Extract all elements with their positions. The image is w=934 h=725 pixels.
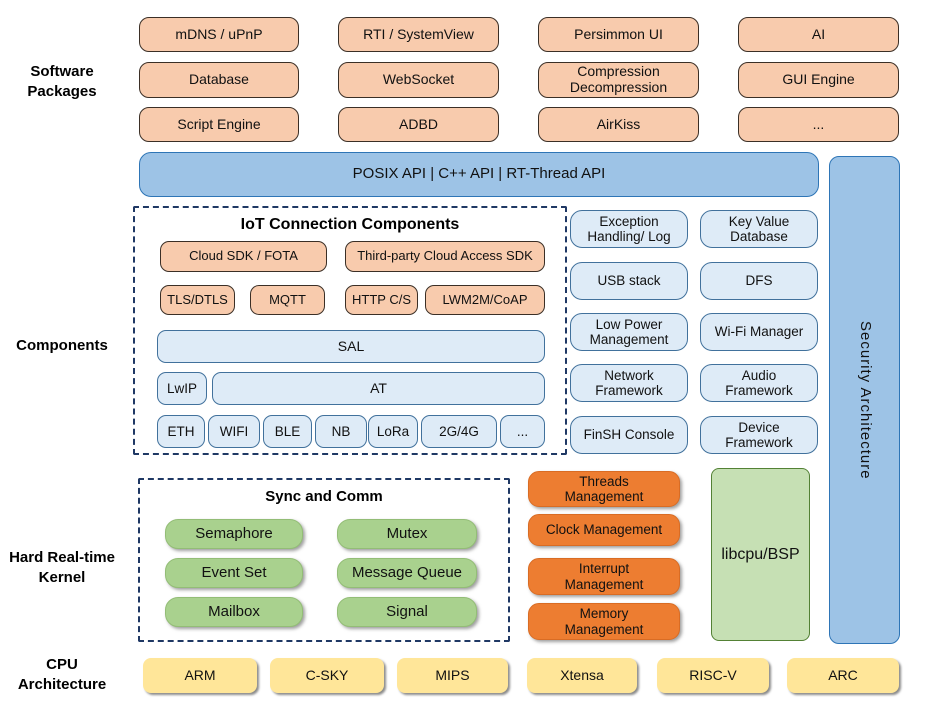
label-cpu-architecture: CPU Architecture — [17, 656, 107, 693]
package-box: mDNS / uPnP — [139, 17, 299, 52]
sync-box: Semaphore — [165, 519, 303, 549]
api-bar: POSIX API | C++ API | RT-Thread API — [139, 152, 819, 197]
service-box: FinSH Console — [570, 416, 688, 454]
third-party-sdk-box: Third-party Cloud Access SDK — [345, 241, 545, 272]
service-box: Network Framework — [570, 364, 688, 402]
sal-box: SAL — [157, 330, 545, 363]
package-box: ADBD — [338, 107, 499, 142]
protocol-box: LWM2M/CoAP — [425, 285, 545, 315]
package-box: Database — [139, 62, 299, 98]
link-box: LoRa — [368, 415, 418, 448]
iot-components-box — [133, 206, 567, 455]
protocol-box: MQTT — [250, 285, 325, 315]
package-box: Compression Decompression — [538, 62, 699, 98]
link-box: 2G/4G — [421, 415, 497, 448]
cloud-sdk-box: Cloud SDK / FOTA — [160, 241, 327, 272]
kernel-sync-box — [138, 478, 510, 642]
link-box: NB — [315, 415, 367, 448]
package-box: Persimmon UI — [538, 17, 699, 52]
link-box: ... — [500, 415, 545, 448]
sync-box: Signal — [337, 597, 477, 627]
package-box: WebSocket — [338, 62, 499, 98]
sync-box: Mutex — [337, 519, 477, 549]
label-hard-realtime-kernel: Hard Real-time Kernel — [9, 549, 115, 586]
security-bar: Security Architecture — [829, 156, 900, 644]
service-box: USB stack — [570, 262, 688, 300]
service-box: Wi-Fi Manager — [700, 313, 818, 351]
cpu-arch-box: RISC-V — [657, 658, 769, 693]
package-box: Script Engine — [139, 107, 299, 142]
service-box: Exception Handling/ Log — [570, 210, 688, 248]
label-software-packages: Software Packages — [27, 63, 97, 100]
lwip-box: LwIP — [157, 372, 207, 405]
iot-title: IoT Connection Components — [240, 216, 460, 233]
service-box: Key Value Database — [700, 210, 818, 248]
package-box: ... — [738, 107, 899, 142]
package-box: RTI / SystemView — [338, 17, 499, 52]
link-box: BLE — [263, 415, 312, 448]
sync-box: Event Set — [165, 558, 303, 588]
package-box: AI — [738, 17, 899, 52]
label-components: Components — [16, 337, 108, 354]
service-box: Device Framework — [700, 416, 818, 454]
mgmt-box: Threads Management — [528, 471, 680, 507]
mgmt-box: Interrupt Management — [528, 558, 680, 595]
sync-box: Message Queue — [337, 558, 477, 588]
service-box: DFS — [700, 262, 818, 300]
cpu-arch-box: C-SKY — [270, 658, 384, 693]
service-box: Audio Framework — [700, 364, 818, 402]
cpu-arch-box: ARC — [787, 658, 899, 693]
package-box: GUI Engine — [738, 62, 899, 98]
protocol-box: HTTP C/S — [345, 285, 418, 315]
link-box: ETH — [157, 415, 205, 448]
mgmt-box: Memory Management — [528, 603, 680, 640]
cpu-arch-box: MIPS — [397, 658, 508, 693]
package-box: AirKiss — [538, 107, 699, 142]
link-box: WIFI — [208, 415, 260, 448]
sync-box: Mailbox — [165, 597, 303, 627]
sync-title: Sync and Comm — [265, 488, 383, 505]
cpu-arch-box: Xtensa — [527, 658, 637, 693]
service-box: Low Power Management — [570, 313, 688, 351]
mgmt-box: Clock Management — [528, 514, 680, 546]
cpu-arch-box: ARM — [143, 658, 257, 693]
libcpu-box: libcpu/BSP — [711, 468, 810, 641]
protocol-box: TLS/DTLS — [160, 285, 235, 315]
at-box: AT — [212, 372, 545, 405]
